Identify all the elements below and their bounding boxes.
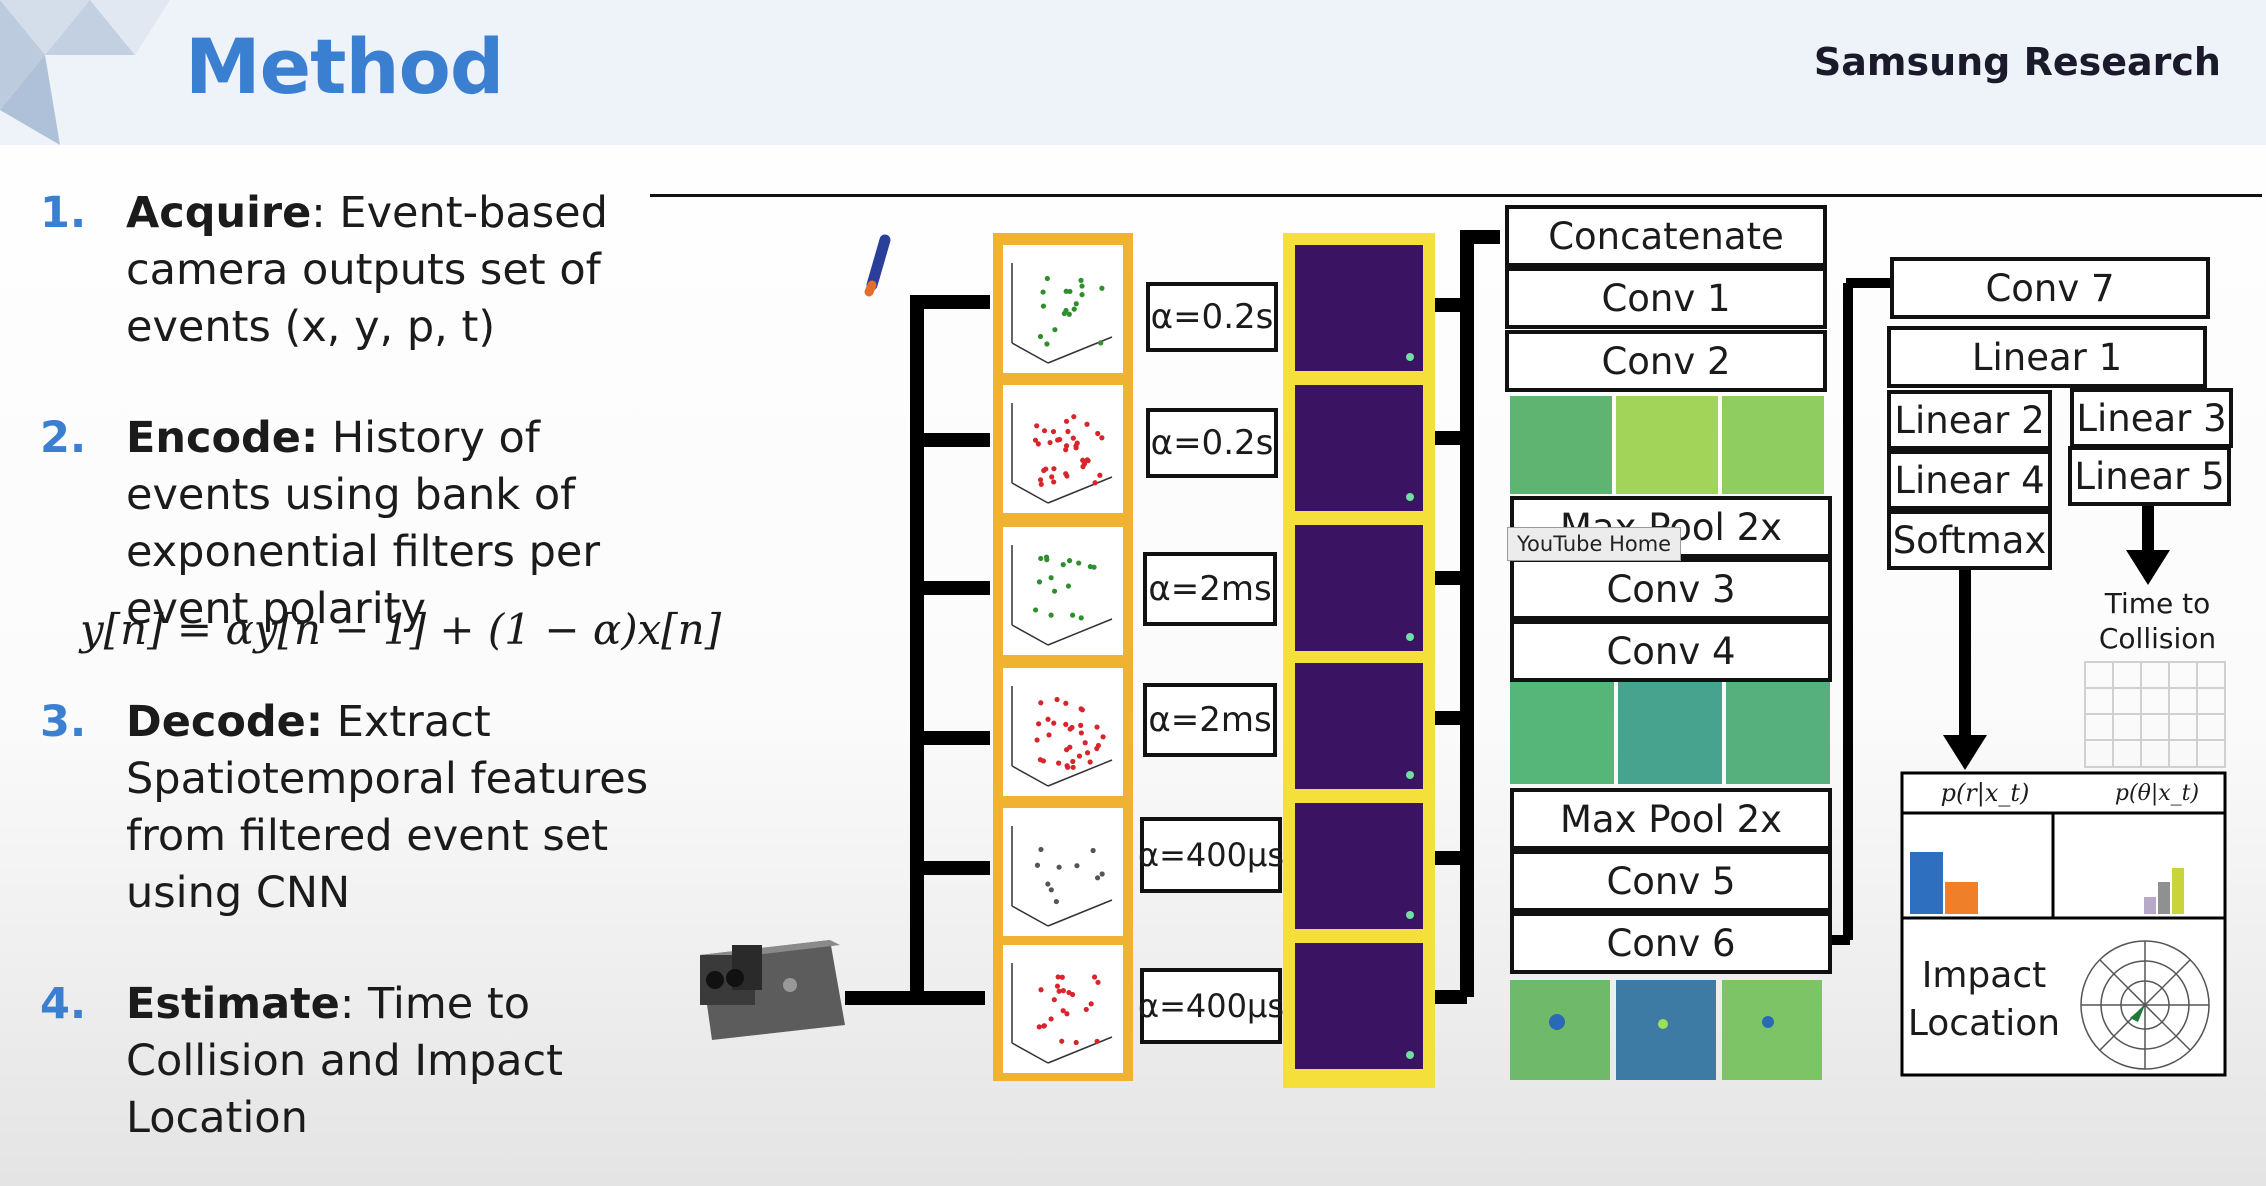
feature-map	[1295, 803, 1423, 929]
event-scatter-plots	[1003, 245, 1123, 1073]
layer-conv3: Conv 3	[1510, 558, 1832, 620]
layer-conv7: Conv 7	[1890, 257, 2210, 319]
youtube-home-tooltip: YouTube Home	[1507, 527, 1682, 561]
scatter-panel	[1003, 245, 1123, 373]
step-text: History of events using bank of exponent…	[126, 413, 601, 634]
input-bus-lines	[845, 295, 990, 1005]
scatter-panel	[1003, 527, 1123, 655]
alpha-box-5: α=400μs	[1138, 817, 1284, 893]
arrow-softmax-down	[1943, 570, 1987, 770]
ttc-grid-chart	[2084, 661, 2226, 768]
layer-softmax: Softmax	[1887, 510, 2052, 570]
step-text: : Time to Collision and Impact Location	[126, 979, 564, 1143]
alpha-box-3: α=2ms	[1143, 552, 1277, 626]
pr-bar-1	[1910, 852, 1943, 914]
event-camera-image	[700, 940, 845, 1040]
step-number: 3.	[40, 697, 87, 747]
layer-linear5: Linear 5	[2068, 446, 2231, 506]
alpha-box-4: α=2ms	[1143, 683, 1277, 757]
layer-linear4: Linear 4	[1887, 450, 2052, 510]
step-decode: 3. Decode: Extract Spatiotemporal featur…	[40, 694, 680, 922]
step-encode: 2. Encode: History of events using bank …	[40, 410, 680, 638]
arrow-linear5-down	[2126, 505, 2170, 585]
layer-linear3: Linear 3	[2070, 388, 2233, 448]
ptheta-label: p(θ|x_t)	[2114, 781, 2200, 806]
step-number: 4.	[40, 979, 87, 1029]
scatter-panel	[1003, 668, 1123, 796]
slide-header: Method Samsung Research	[0, 0, 2266, 145]
ptheta-bar-2	[2158, 882, 2170, 914]
pr-label: p(r|x_t)	[1940, 779, 2030, 807]
activation-strip-3	[1510, 980, 1822, 1080]
step-keyword: Decode:	[126, 697, 324, 747]
event-plots-frame	[993, 233, 1133, 1081]
layer-maxpool-2: Max Pool 2x	[1510, 788, 1832, 850]
brand-name: Samsung Research	[1813, 40, 2221, 84]
layer-concatenate: Concatenate	[1505, 205, 1827, 267]
step-text: Extract Spatiotemporal features from fil…	[126, 697, 649, 918]
scatter-panel	[1003, 385, 1123, 513]
scatter-panel	[1003, 945, 1123, 1073]
impact-location-label: Impact Location	[1907, 955, 2061, 1044]
scatter-panel	[1003, 808, 1123, 936]
corner-logo-shape	[0, 0, 170, 145]
step-number: 2.	[40, 413, 87, 463]
feature-map	[1295, 385, 1423, 511]
alpha-box-6: α=400μs	[1138, 968, 1284, 1044]
layer-conv6: Conv 6	[1510, 912, 1832, 974]
step-keyword: Encode:	[126, 413, 319, 463]
output-panel	[1900, 771, 2227, 1077]
alpha-box-1: α=0.2s	[1146, 282, 1278, 352]
step-acquire: 1. Acquire: Event-based camera outputs s…	[40, 185, 680, 356]
filter-formula: y[n] = αy[n − 1] + (1 − α)x[n]	[80, 605, 722, 654]
feature-map	[1295, 245, 1423, 371]
head-connector	[1827, 278, 1892, 945]
alpha-box-2: α=0.2s	[1146, 408, 1278, 478]
layer-conv2: Conv 2	[1505, 330, 1827, 392]
layer-conv4: Conv 4	[1510, 620, 1832, 682]
feature-map	[1295, 943, 1423, 1069]
concat-bus-lines	[1435, 230, 1500, 1004]
layer-conv1: Conv 1	[1505, 267, 1827, 329]
pr-bar-2	[1945, 882, 1978, 914]
step-number: 1.	[40, 188, 87, 238]
slide-title: Method	[185, 22, 504, 111]
layer-linear1: Linear 1	[1887, 326, 2207, 388]
feature-map	[1295, 525, 1423, 651]
filtered-feature-maps	[1295, 245, 1423, 1069]
time-to-collision-label: Time to Collision	[2098, 587, 2217, 655]
step-text: : Event-based camera outputs set of even…	[126, 188, 608, 352]
activation-strip-1	[1510, 396, 1824, 494]
pen-icon	[864, 234, 891, 297]
step-keyword: Acquire	[126, 188, 312, 238]
layer-conv5: Conv 5	[1510, 850, 1832, 912]
step-keyword: Estimate	[126, 979, 340, 1029]
ptheta-bar-1	[2144, 897, 2156, 914]
divider-line	[650, 194, 2262, 197]
ptheta-bar-3	[2172, 868, 2184, 914]
feature-map	[1295, 663, 1423, 789]
layer-linear2: Linear 2	[1887, 390, 2052, 450]
activation-strip-2	[1510, 682, 1830, 784]
step-estimate: 4. Estimate: Time to Collision and Impac…	[40, 976, 680, 1147]
